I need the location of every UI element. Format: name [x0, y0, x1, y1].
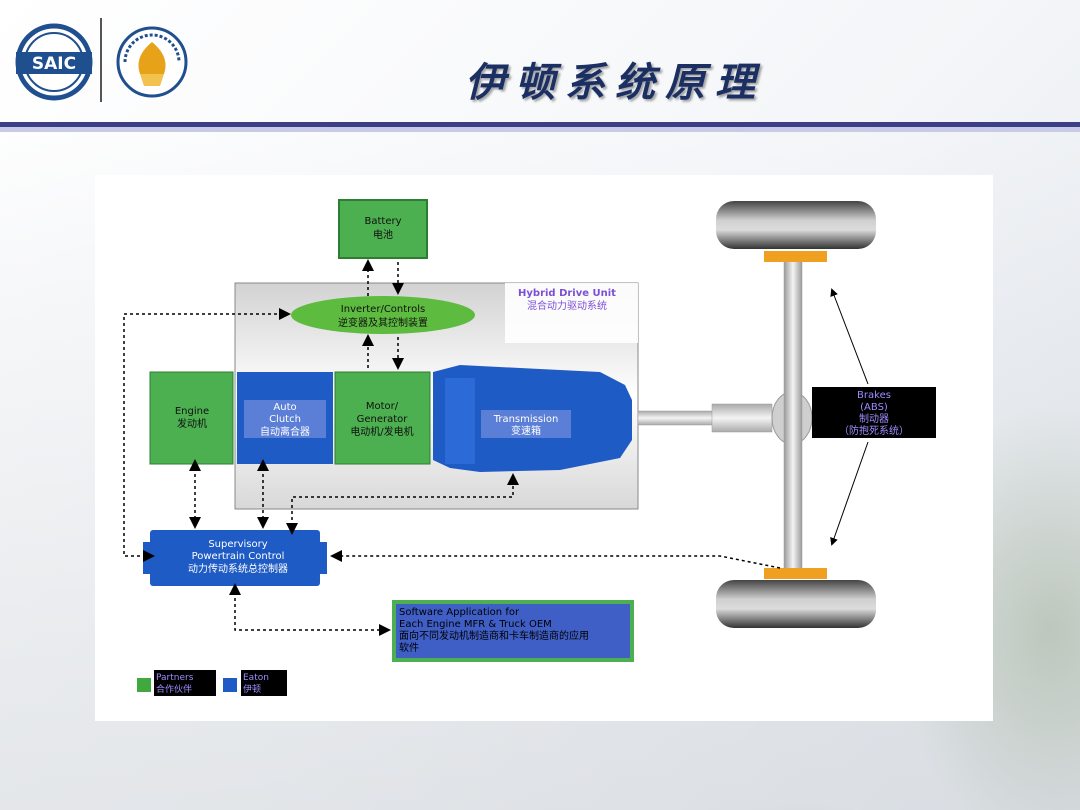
wheel-bottom [716, 580, 876, 628]
inverter-ellipse [291, 296, 475, 334]
saic-logo: SAIC [15, 23, 93, 101]
engine-label-en: Engine [175, 406, 209, 417]
hybrid-unit-label-zh: 混合动力驱动系统 [527, 299, 607, 312]
slide-title: 伊顿系统原理 [465, 59, 765, 106]
battery-box [338, 199, 428, 259]
rear-axle [783, 257, 803, 571]
engine-box [149, 371, 234, 465]
brakes-label-2: (ABS) [860, 402, 888, 413]
brake-pad-bottom [764, 568, 827, 579]
legend-eaton-zh: 伊顿 [243, 683, 261, 695]
header-rule-light [0, 127, 1080, 132]
slide-header: SAIC 伊顿系统原理 [0, 0, 1080, 122]
brakes-label-1: Brakes [857, 390, 891, 401]
motor-generator-box [334, 371, 431, 465]
saic-logo-text: SAIC [32, 54, 76, 74]
header-rule [0, 122, 1080, 127]
inverter-label-en: Inverter/Controls [341, 304, 425, 315]
clutch-label-zh: 自动离合器 [260, 425, 310, 438]
brakes-label-3: 制动器 [859, 412, 889, 425]
software-label-3: 面向不同发动机制造商和卡车制造商的应用 [399, 629, 589, 642]
motor-label-zh: 电动机/发电机 [350, 425, 413, 438]
legend-partners-zh: 合作伙伴 [156, 683, 192, 695]
brake-pad-top [764, 251, 827, 262]
motor-label-2: Generator [357, 414, 409, 425]
software-label-2: Each Engine MFR & Truck OEM [399, 619, 552, 630]
hybrid-unit-label-en: Hybrid Drive Unit [518, 288, 616, 299]
diagram-panel: Hybrid Drive Unit 混合动力驱动系统 Battery 电池 In… [95, 175, 993, 721]
software-application: Software Application for Each Engine MFR… [392, 600, 634, 662]
clutch-label-1: Auto [273, 402, 296, 413]
software-label-4: 软件 [399, 641, 419, 654]
supervisory-label-2: Powertrain Control [192, 551, 285, 562]
engine-label-zh: 发动机 [177, 417, 207, 430]
supervisory-label-1: Supervisory [208, 539, 267, 550]
wheel-top [716, 201, 876, 249]
supervisory-label-zh: 动力传动系统总控制器 [188, 562, 288, 575]
inverter-label-zh: 逆变器及其控制装置 [338, 316, 428, 329]
hybrid-system-diagram: Hybrid Drive Unit 混合动力驱动系统 Battery 电池 In… [123, 199, 936, 696]
legend-eaton-en: Eaton [243, 673, 269, 683]
motor-label-1: Motor/ [366, 401, 399, 412]
clutch-label-2: Clutch [269, 414, 301, 425]
logo-divider [100, 18, 102, 102]
legend-swatch-partners [137, 678, 151, 692]
transmission-label-en: Transmission [493, 414, 559, 425]
battery-label-en: Battery [364, 216, 401, 227]
software-label-1: Software Application for [399, 607, 520, 618]
legend: Partners 合作伙伴 Eaton 伊顿 [137, 670, 287, 696]
driveshaft [637, 410, 719, 426]
legend-swatch-eaton [223, 678, 237, 692]
brakes-box [812, 387, 936, 438]
training-centre-logo [116, 26, 188, 98]
transmission: Transmission 变速箱 [433, 365, 632, 472]
supervisory-control: Supervisory Powertrain Control 动力传动系统总控制… [143, 530, 327, 586]
logo-area: SAIC [15, 23, 188, 101]
transmission-label-zh: 变速箱 [511, 424, 541, 437]
battery-label-zh: 电池 [373, 228, 393, 241]
legend-partners-en: Partners [156, 673, 194, 683]
brakes-label-4: （防抱死系统） [839, 424, 909, 437]
